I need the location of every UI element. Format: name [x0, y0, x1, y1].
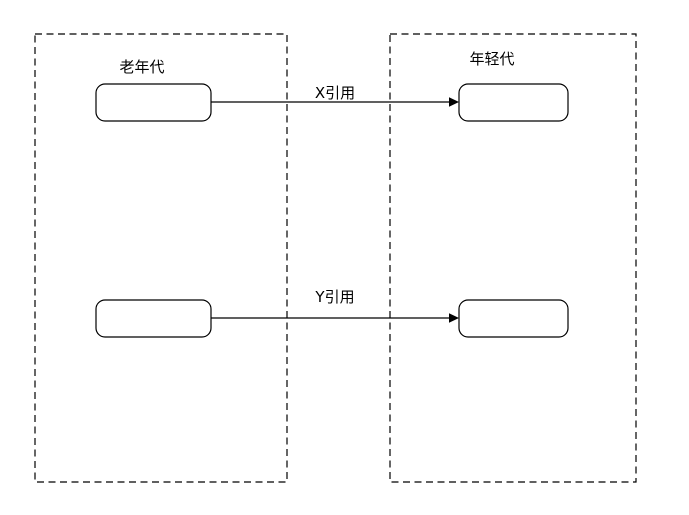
- node-old-object-x[interactable]: [95, 83, 212, 122]
- panel-young-generation-border: [389, 33, 637, 483]
- node-young-object-y[interactable]: [458, 299, 569, 338]
- edge-x-reference-arrowhead: [449, 97, 459, 107]
- edge-y-reference: Y引用: [211, 288, 459, 323]
- panel-old-generation-title: 老年代: [119, 58, 164, 76]
- panel-old-generation: 老年代: [34, 33, 288, 483]
- node-old-object-y[interactable]: [95, 299, 212, 338]
- edge-y-reference-label: Y引用: [314, 288, 354, 306]
- edge-x-reference: X引用: [211, 84, 459, 107]
- node-young-object-x[interactable]: [458, 83, 569, 122]
- panel-old-generation-border: [34, 33, 288, 483]
- edge-x-reference-label: X引用: [315, 84, 355, 102]
- panel-young-generation: 年轻代: [389, 33, 637, 483]
- panel-young-generation-title: 年轻代: [469, 50, 514, 68]
- edge-y-reference-arrowhead: [449, 313, 459, 323]
